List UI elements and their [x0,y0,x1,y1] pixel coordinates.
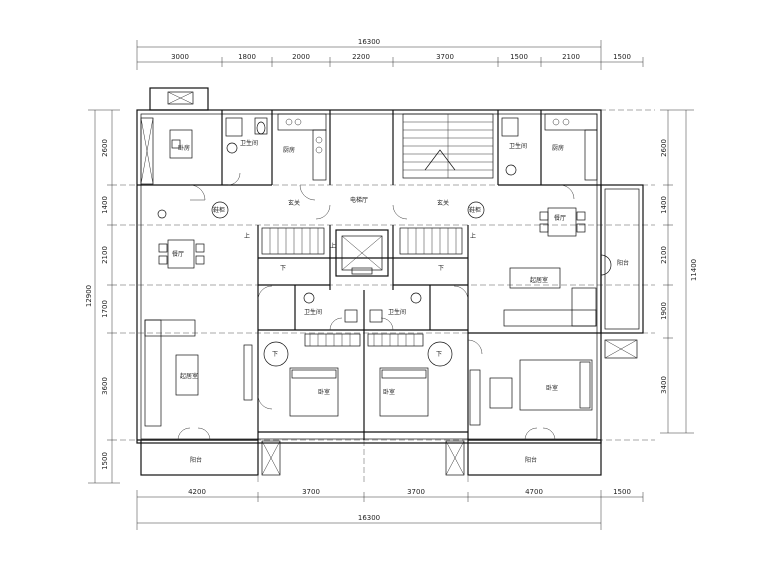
room-label: 电梯厅 [350,196,368,204]
right-dim: 1400 [660,196,668,214]
dimension-lines [88,40,694,530]
bottom-dim: 3700 [302,488,320,496]
room-label: 卧房 [178,144,190,152]
bottom-dim: 1500 [613,488,631,496]
stair-label: 上 [244,232,250,240]
room-label: 餐厅 [172,250,184,258]
balconies [140,87,644,476]
stairs [261,113,494,255]
top-dim: 2200 [352,53,370,61]
room-label: 卫生间 [304,308,322,316]
room-label: 阳台 [617,259,629,267]
room-label: 起居室 [180,372,198,380]
room-label: 起居室 [530,276,548,284]
left-dim: 3600 [101,377,109,395]
room-label: 鞋柜 [213,206,225,214]
top-dim: 2000 [292,53,310,61]
room-label: 卫生间 [240,139,258,147]
furniture [140,113,612,427]
top-dim: 1500 [613,53,631,61]
room-label: 玄关 [288,199,300,207]
top-dim: 2100 [562,53,580,61]
door-swings [177,172,575,441]
room-label: 卫生间 [388,308,406,316]
right-dim: 2100 [660,246,668,264]
room-label: 阳台 [525,456,537,464]
room-label: 卧室 [318,388,330,396]
top-dim: 1500 [510,53,528,61]
room-label: 玄关 [437,199,449,207]
room-label: 餐厅 [554,214,566,222]
room-labels: 卧房 卫生间 厨房 电梯厅 卫生间 厨房 玄关 玄关 鞋柜 鞋柜 餐厅 餐厅 起… [172,139,629,464]
right-dim: 2600 [660,139,668,157]
room-label: 厨房 [552,144,564,152]
top-dim: 1800 [238,53,256,61]
stair-label: 下 [436,351,442,358]
elevator-shaft [335,229,389,277]
top-dim: 3000 [171,53,189,61]
bottom-dim: 4700 [525,488,543,496]
stair-label: 下 [438,265,444,272]
dimension-texts: 16300 3000 1800 2000 2200 3700 1500 2100… [85,38,698,522]
stair-label: 上 [330,242,336,250]
right-dim: 3400 [660,376,668,394]
stair-label: 上 [470,232,476,240]
top-dim: 3700 [436,53,454,61]
bottom-dim: 3700 [407,488,425,496]
right-dim: 1900 [660,302,668,320]
bottom-total-dim: 16300 [358,514,380,522]
right-total-dim: 11400 [690,259,698,281]
left-dim: 1500 [101,452,109,470]
room-label: 阳台 [190,456,202,464]
left-dim: 2100 [101,246,109,264]
axis-lines [120,109,655,485]
stair-label: 下 [280,265,286,272]
room-label: 卧室 [546,384,558,392]
left-dim: 1700 [101,300,109,318]
stair-label: 下 [272,351,278,358]
top-total-dim: 16300 [358,38,380,46]
left-dim: 1400 [101,196,109,214]
bottom-dim: 4200 [188,488,206,496]
room-label: 鞋柜 [469,206,481,214]
left-dim: 2600 [101,139,109,157]
left-total-dim: 12900 [85,285,93,307]
room-label: 卫生间 [509,142,527,150]
room-label: 厨房 [283,146,295,154]
room-label: 卧室 [383,388,395,396]
